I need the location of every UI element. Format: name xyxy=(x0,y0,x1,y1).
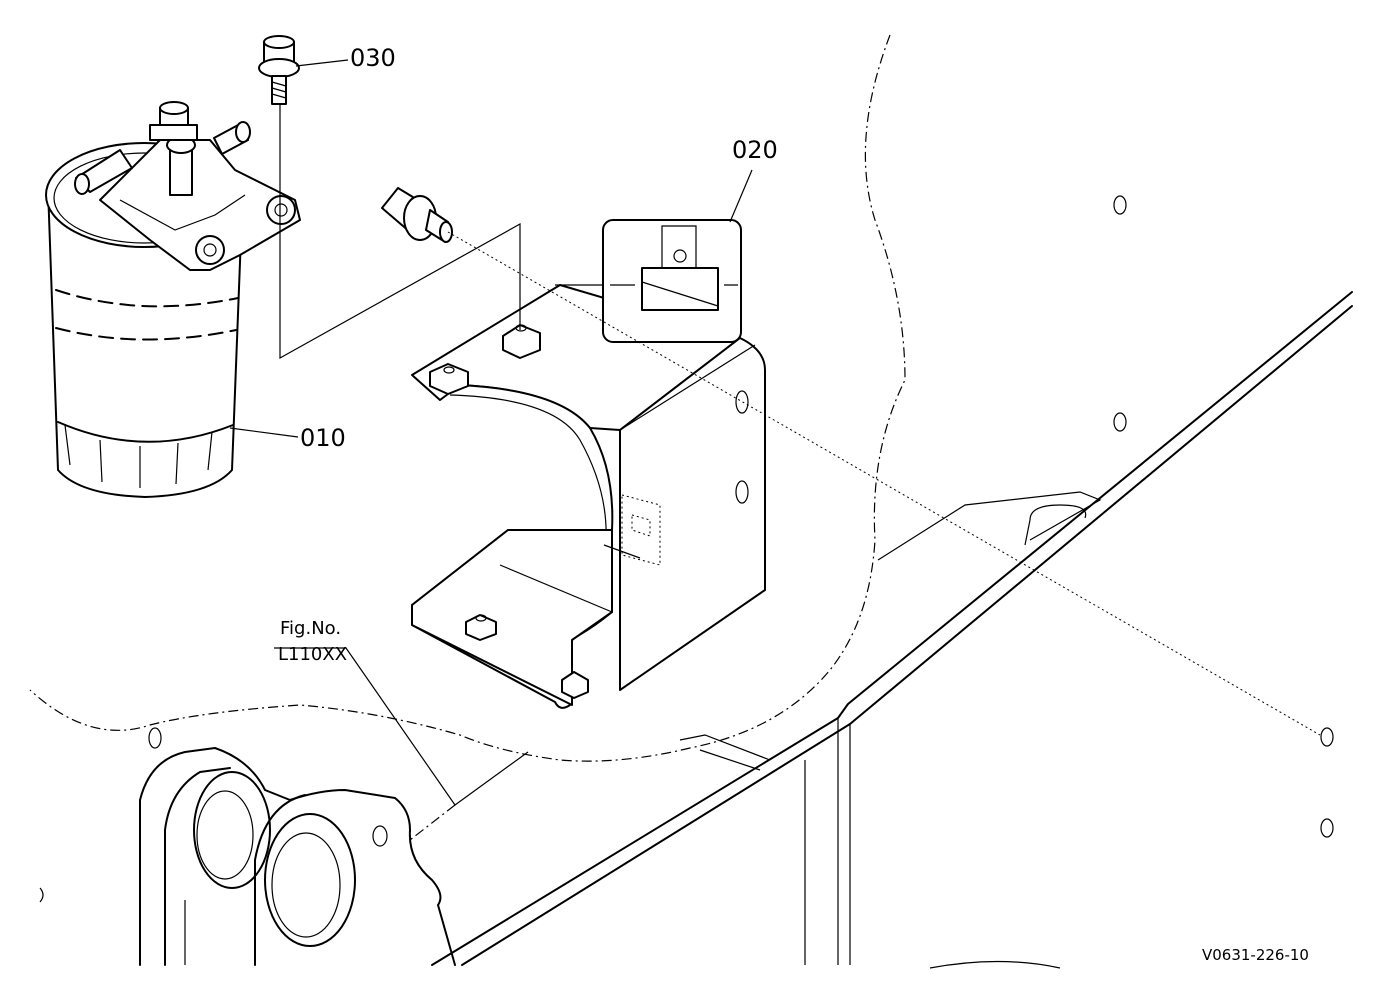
drawing-number: V0631-226-10 xyxy=(1202,946,1309,964)
detail-inset xyxy=(602,219,742,343)
part-label-020: 020 xyxy=(732,136,778,164)
engine-phantom-outline xyxy=(29,34,906,762)
leader-lines xyxy=(229,59,753,841)
figure-ref-line1: Fig.No. xyxy=(280,618,341,639)
bushing xyxy=(381,187,453,243)
bolt xyxy=(258,35,300,105)
chassis-frame xyxy=(39,195,1353,969)
figure-ref-line2: L110XX xyxy=(278,644,347,665)
fuel-filter xyxy=(45,101,301,498)
assembly-lines xyxy=(279,104,1321,736)
part-label-030: 030 xyxy=(350,44,396,72)
mounting-bracket xyxy=(411,284,766,709)
part-label-010: 010 xyxy=(300,424,346,452)
